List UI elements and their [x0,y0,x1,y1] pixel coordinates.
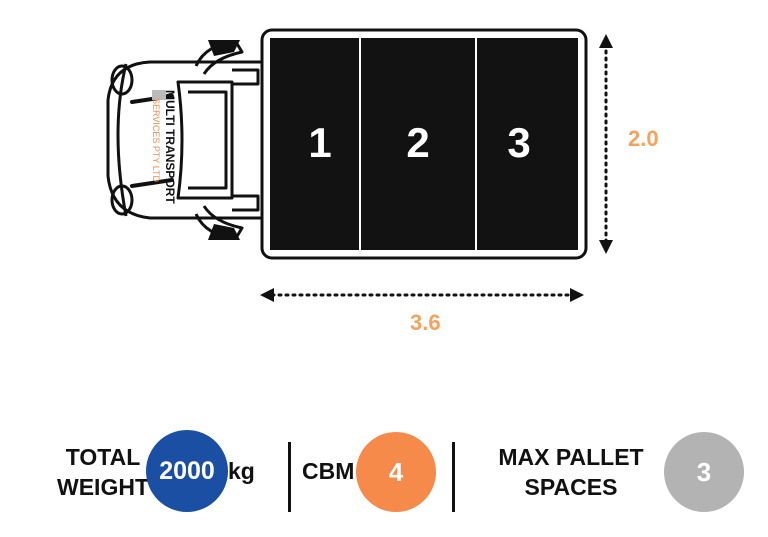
pallet-number-1: 1 [308,119,331,166]
wiper-bottom [130,178,174,188]
mirror-left [208,40,240,56]
weight-value: 2000 [159,456,215,485]
pallets-value-badge: 3 [664,432,744,512]
cargo-tray [270,38,578,250]
pallets-label-line2: SPACES [524,474,618,500]
height-dimension-arrow [599,34,613,254]
pallets-label: MAX PALLET SPACES [486,442,656,502]
stats-divider-1 [288,442,291,512]
pallets-value: 3 [696,456,712,487]
brand-line2: SERVICES PTY LTD [151,98,161,183]
cbm-value: 4 [388,456,404,487]
headlight-top [110,64,134,96]
truck-diagram: MULTI TRANSPORT SERVICES PTY LTD 1 2 3 [106,28,613,302]
length-dimension-arrow [260,288,584,302]
headlight-bottom [110,184,134,216]
length-label: 3.6 [410,310,441,335]
pallet-number-3: 3 [507,119,530,166]
mirror-right [208,224,240,240]
stats-divider-2 [452,442,455,512]
weight-value-badge: 2000 [146,430,228,512]
weight-label: TOTAL WEIGHT [48,442,158,502]
cbm-label: CBM [302,458,355,484]
pallets-label-line1: MAX PALLET [498,444,644,470]
height-label: 2.0 [628,126,659,151]
brand-line1: MULTI TRANSPORT [163,90,177,204]
cbm-value-badge: 4 [356,432,436,512]
stats-bar: TOTAL WEIGHT 2000 kg CBM 4 MAX PALLET SP… [0,420,768,530]
weight-label-line1: TOTAL [65,444,141,470]
weight-label-line2: WEIGHT [57,474,149,500]
weight-unit: kg [228,458,255,484]
pallet-number-2: 2 [406,119,429,166]
truck-cab [106,40,262,240]
windshield-tint [152,90,166,100]
